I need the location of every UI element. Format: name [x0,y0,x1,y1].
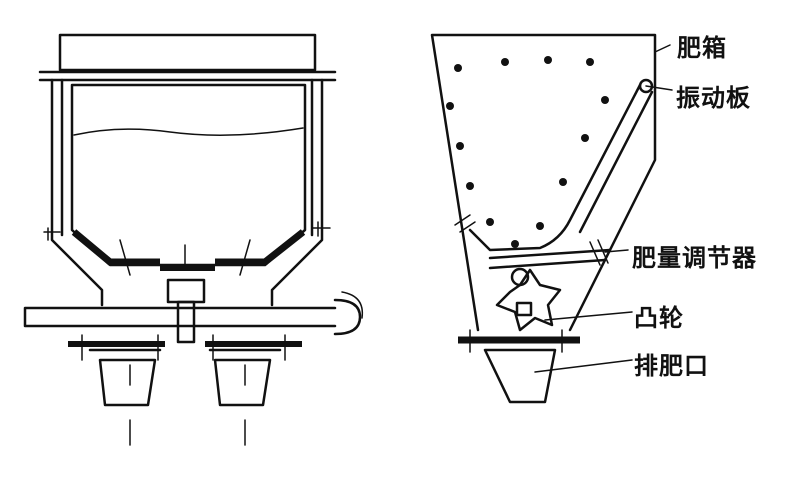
leader-regulator [604,249,629,253]
left-outlet-body [88,348,162,407]
left-front-view [23,33,364,446]
frame-hatch-left [43,227,61,241]
side-hopper-outline [430,33,657,332]
flow-arrow-1 [119,239,131,276]
leader-hopper [654,44,671,53]
side-flange-bolts [469,329,563,353]
cam-wheel [495,268,562,332]
drive-shaft [23,306,337,328]
material-dots [446,56,609,248]
label-vibrating-plate: 振动板 [676,84,751,112]
plate-pivot [638,78,654,94]
right-outlet-body [208,348,282,407]
leader-lines [534,44,673,373]
shaft-end [333,298,362,336]
right-outlet-bolts [212,334,286,361]
left-frame-side [50,78,104,307]
flow-arrow-2 [239,239,251,276]
center-bolt-head [166,278,206,304]
rotation-arrow [341,291,364,319]
label-regulator: 肥量调节器 [632,244,757,272]
hopper-body [70,83,307,267]
leader-outlet [534,359,633,373]
leader-cam [544,311,633,321]
right-frame-side [270,78,324,307]
label-cam: 凸轮 [634,304,684,332]
frame-hatch-right [311,221,331,237]
right-side-view [430,33,657,404]
label-hopper: 肥箱 [677,34,727,62]
vibrating-plate-rear [578,90,654,234]
cam-hub [515,301,533,317]
center-bolt-stem [176,300,196,344]
cam-follower [510,267,530,287]
label-outlet: 排肥口 [634,352,709,380]
bottom-lining-right [215,229,306,266]
hopper-lid [58,33,317,72]
leader-plate [645,85,673,91]
vibrating-plate [468,83,642,252]
regulator-linkage [488,248,612,270]
left-outlet-bolts [81,334,159,361]
bottom-lining-left [71,229,160,266]
regulator-hatch [454,214,609,266]
side-outlet-funnel [483,348,557,404]
material-surface [73,127,304,136]
